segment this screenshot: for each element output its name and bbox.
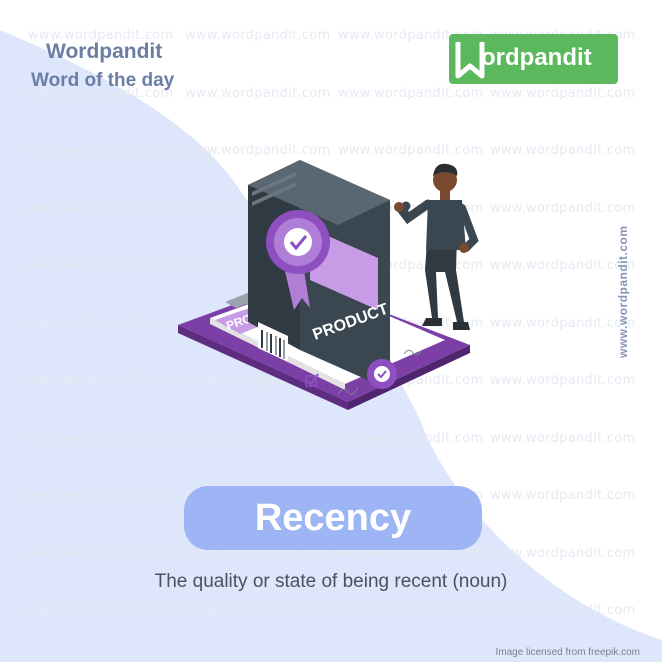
- side-url-watermark: www.wordpandit.com: [616, 225, 630, 358]
- watermark-text: www.wordpandit.com: [490, 258, 636, 273]
- watermark-text: www.wordpandit.com: [28, 143, 174, 158]
- barcode: [258, 322, 288, 362]
- watermark-text: www.wordpandit.com: [338, 28, 484, 43]
- watermark-text: www.wordpandit.com: [338, 86, 484, 101]
- image-credit: Image licensed from freepik.com: [495, 647, 640, 658]
- watermark-text: www.wordpandit.com: [338, 431, 484, 446]
- watermark-text: www.wordpandit.com: [185, 143, 331, 158]
- watermark-text: www.wordpandit.com: [490, 488, 636, 503]
- watermark-text: www.wordpandit.com: [28, 86, 174, 101]
- watermark-text: www.wordpandit.com: [490, 143, 636, 158]
- watermark-text: www.wordpandit.com: [28, 431, 174, 446]
- watermark-text: www.wordpandit.com: [28, 201, 174, 216]
- wordpandit-logo: ordpandit: [449, 34, 618, 84]
- watermark-text: www.wordpandit.com: [28, 373, 174, 388]
- watermark-text: www.wordpandit.com: [490, 546, 636, 561]
- watermark-text: www.wordpandit.com: [338, 143, 484, 158]
- man-figure: [394, 163, 479, 330]
- watermark-text: www.wordpandit.com: [338, 603, 484, 618]
- word-definition: The quality or state of being recent (no…: [154, 571, 508, 592]
- quality-seal-icon: [266, 210, 330, 310]
- watermark-text: www.wordpandit.com: [28, 28, 174, 43]
- watermark-text: www.wordpandit.com: [490, 316, 636, 331]
- watermark-text: www.wordpandit.com: [490, 373, 636, 388]
- logo-text: ordpandit: [481, 44, 592, 71]
- watermark-text: www.wordpandit.com: [28, 488, 174, 503]
- watermark-text: www.wordpandit.com: [185, 28, 331, 43]
- watermark-text: www.wordpandit.com: [490, 431, 636, 446]
- product-quality-illustration: PRO PRODUCT: [178, 160, 479, 410]
- brand-title: Wordpandit: [46, 40, 163, 63]
- watermark-text: www.wordpandit.com: [490, 603, 636, 618]
- watermark-text: www.wordpandit.com: [185, 603, 331, 618]
- word-of-the-day: Recency: [254, 496, 412, 539]
- watermark-text: www.wordpandit.com: [185, 431, 331, 446]
- watermark-text: www.wordpandit.com: [28, 258, 174, 273]
- watermark-text: www.wordpandit.com: [28, 316, 174, 331]
- logo-w-letter: [455, 42, 485, 79]
- watermark-text: www.wordpandit.com: [490, 201, 636, 216]
- brand-subtitle: Word of the day: [31, 70, 175, 91]
- watermark-text: www.wordpandit.com: [490, 86, 636, 101]
- watermark-text: www.wordpandit.com: [28, 546, 174, 561]
- watermark-text: www.wordpandit.com: [185, 86, 331, 101]
- watermark-text: www.wordpandit.com: [28, 603, 174, 618]
- word-pill: Recency: [184, 486, 482, 550]
